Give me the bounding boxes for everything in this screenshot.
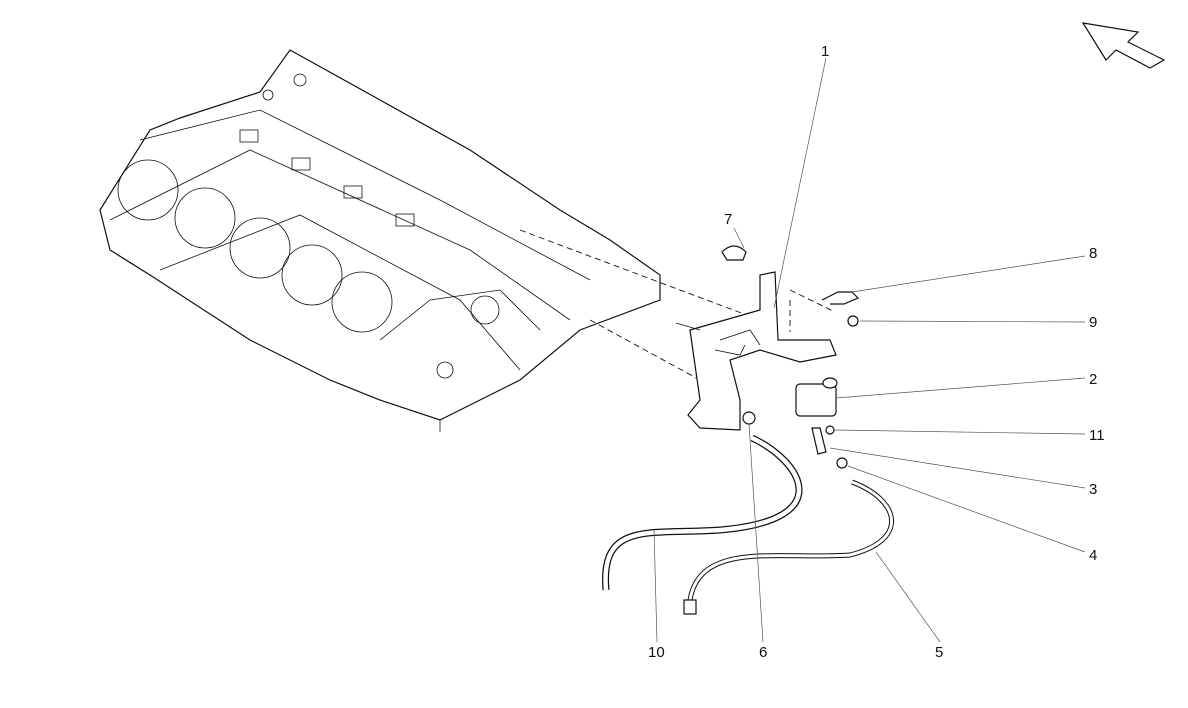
- small-bracket-part: [821, 291, 860, 305]
- nut-part: [847, 315, 859, 327]
- leader-lines: [653, 57, 1086, 643]
- direction-arrow-icon: [1081, 22, 1166, 69]
- clip-part: [721, 245, 747, 261]
- canister-part: [795, 377, 838, 417]
- callout-8: 8: [1089, 245, 1097, 262]
- clamp-part: [825, 425, 835, 435]
- pipe-part: [687, 479, 894, 601]
- callout-1: 1: [821, 43, 829, 60]
- hose-clamp-part: [836, 457, 848, 469]
- callout-9: 9: [1089, 314, 1097, 331]
- pipe-fitting-part: [683, 599, 697, 615]
- callout-4: 4: [1089, 547, 1097, 564]
- callout-10: 10: [648, 644, 665, 661]
- callout-3: 3: [1089, 481, 1097, 498]
- callout-5: 5: [935, 644, 943, 661]
- assembly-guide-lines: [519, 229, 836, 381]
- callout-6: 6: [759, 644, 767, 661]
- bracket-part: [675, 271, 837, 431]
- callout-labels: 1 2 3 4 5 6 7 8 9 10 11: [648, 43, 1105, 661]
- callout-2: 2: [1089, 371, 1097, 388]
- hose-part: [602, 434, 803, 591]
- callout-11: 11: [1089, 427, 1105, 444]
- elbow-hose-part: [811, 427, 827, 455]
- fitting-nut-part: [742, 411, 756, 425]
- callout-7: 7: [724, 211, 732, 228]
- engine-block: [99, 49, 661, 432]
